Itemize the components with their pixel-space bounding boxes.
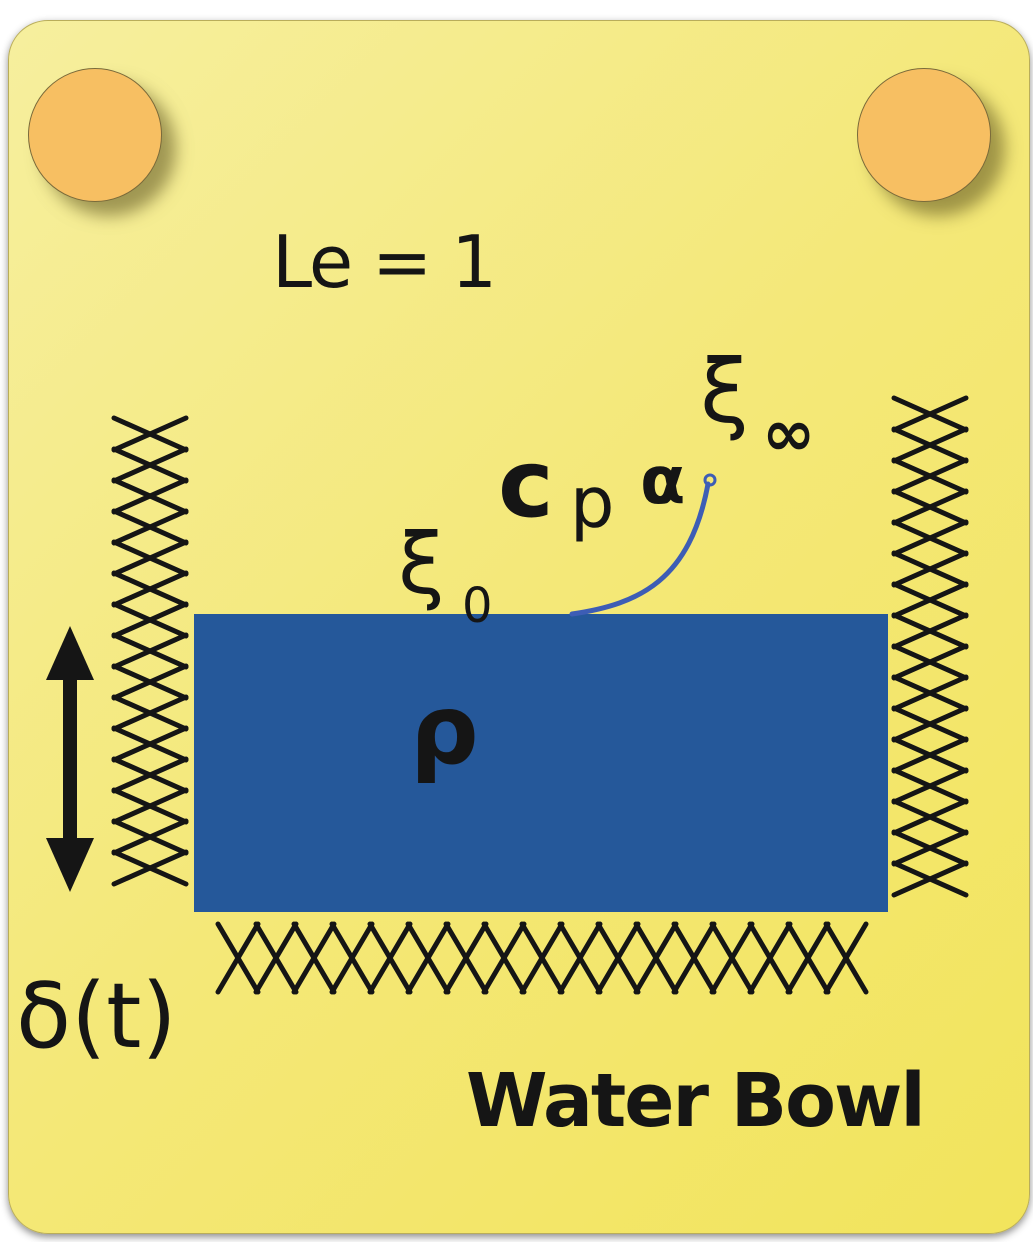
curve-endpoint: [703, 473, 717, 487]
lewis-number-label: Le = 1: [272, 220, 497, 304]
xi-infinity-symbol: ξ: [700, 340, 750, 443]
xi-zero-subscript: 0: [462, 578, 493, 634]
diffusion-curve: [569, 481, 711, 617]
water-rectangle: [194, 614, 888, 912]
boundary-thickness-label: δ(t): [16, 964, 177, 1069]
density-symbol: ρ: [410, 674, 479, 786]
heat-capacity-c-symbol: c: [498, 430, 554, 539]
pin-top-right: [857, 68, 991, 202]
diffusivity-symbol: α: [640, 442, 686, 519]
pin-top-left: [28, 68, 162, 202]
left-wall-hatch: [111, 415, 189, 887]
thickness-arrow-down-head: [46, 838, 94, 892]
thickness-arrow-up-head: [46, 626, 94, 680]
heat-capacity-p-symbol: p: [570, 462, 615, 544]
bottom-floor-hatch: [215, 921, 869, 995]
xi-infinity-subscript: ∞: [762, 397, 816, 471]
diagram-title: Water Bowl: [466, 1058, 926, 1144]
right-wall-hatch: [891, 395, 969, 898]
xi-zero-symbol: ξ: [398, 515, 445, 613]
